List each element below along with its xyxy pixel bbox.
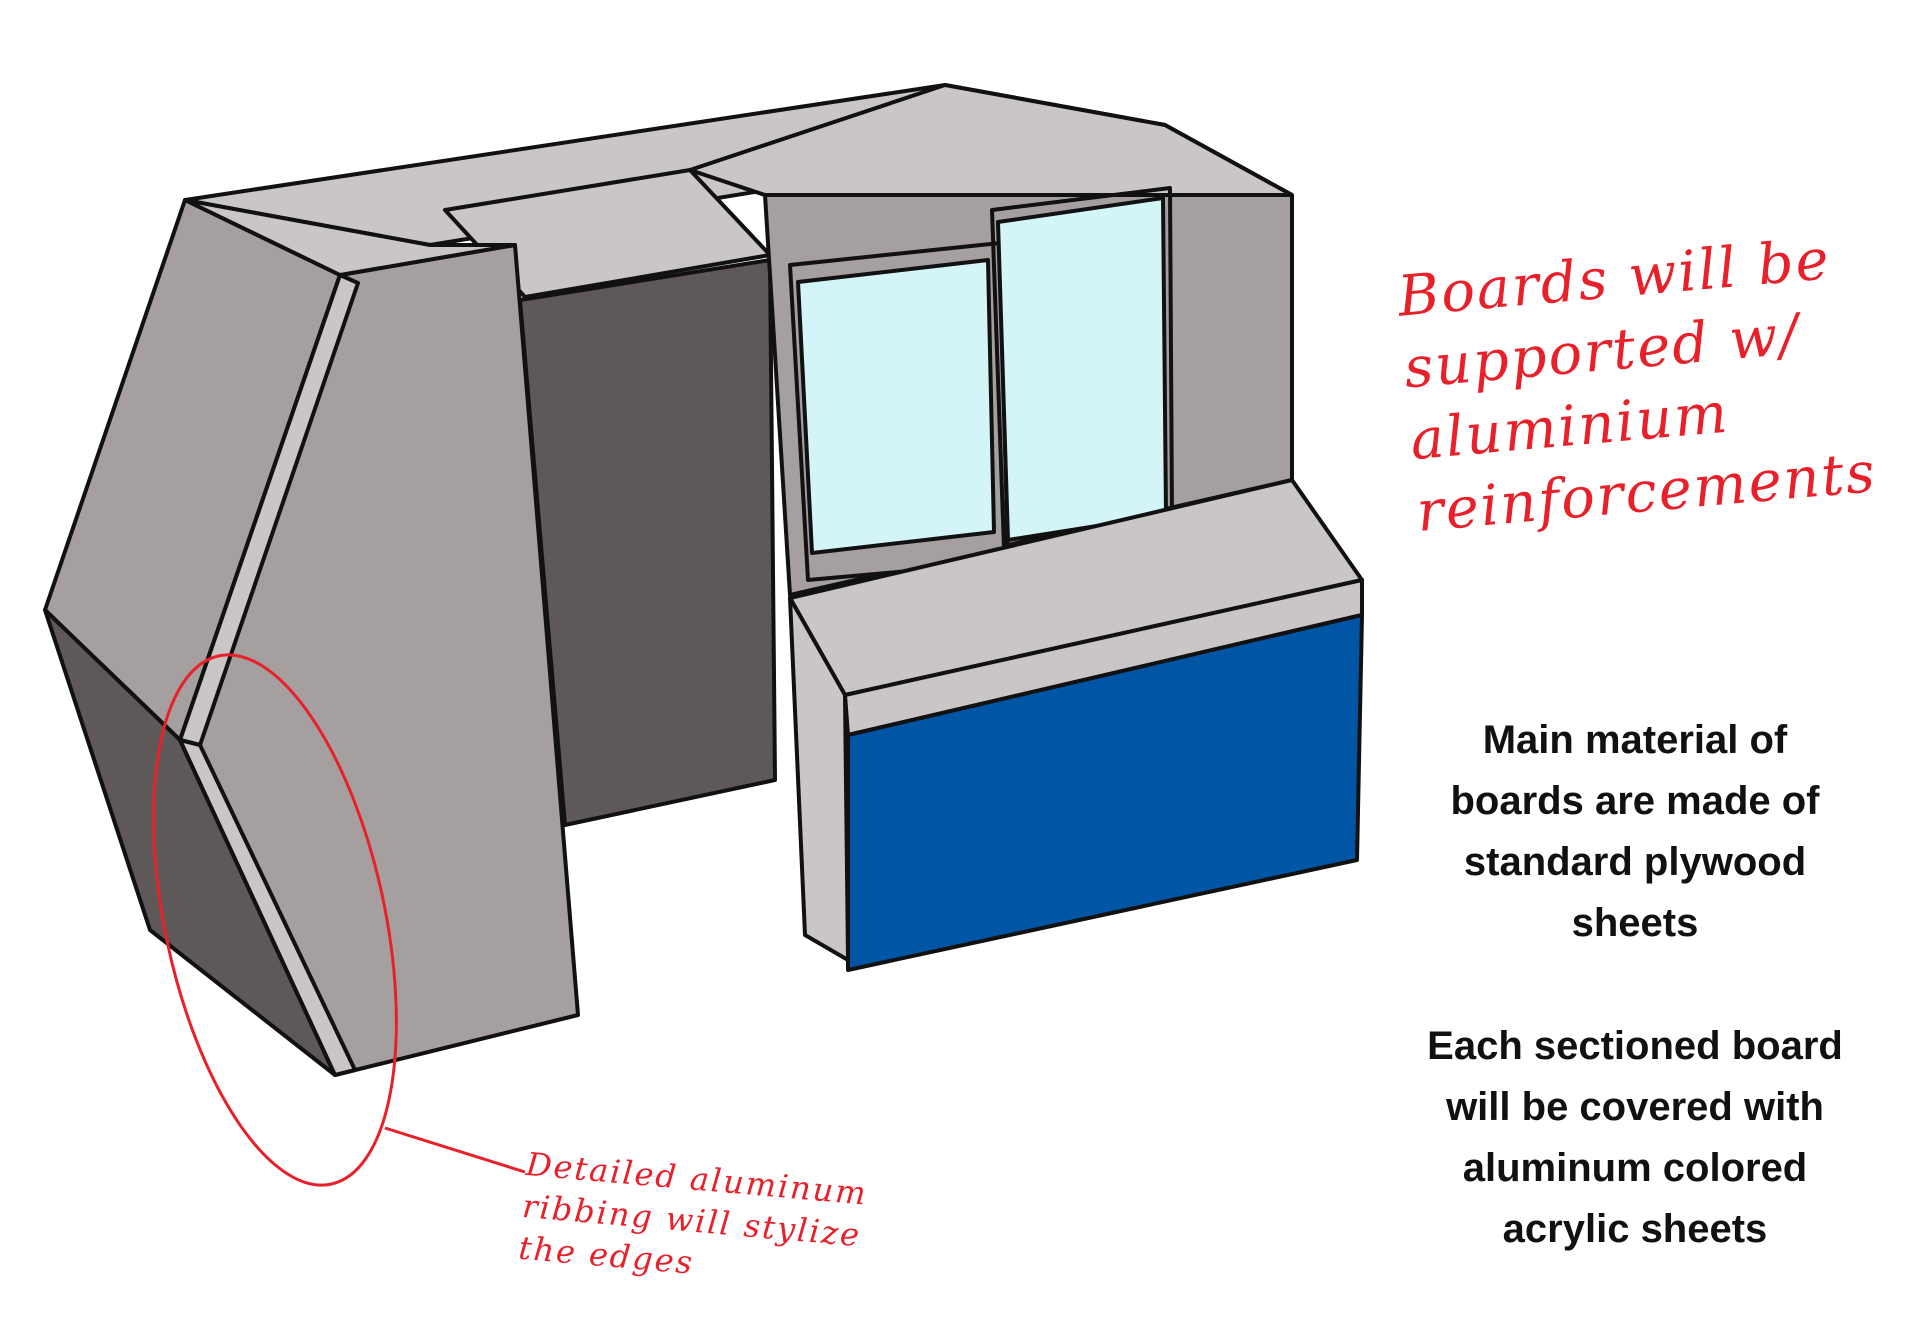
left-top	[183, 198, 517, 277]
spec-main-material: Main material of boards are made of stan…	[1450, 718, 1820, 945]
annotation-boards-support: Boards will be supported w/ aluminium re…	[1395, 227, 1880, 545]
aluminum-ribbing-lower	[178, 738, 357, 1077]
counter-blue-panel	[846, 613, 1364, 972]
back-inner-wall	[518, 258, 777, 827]
ribbing-highlight	[152, 653, 526, 1187]
window-glass-left	[796, 258, 996, 555]
window-glass-right	[996, 196, 1168, 542]
right-upper-bevel	[688, 83, 1294, 197]
spec-covering: Each sectioned board will be covered wit…	[1427, 1024, 1843, 1251]
